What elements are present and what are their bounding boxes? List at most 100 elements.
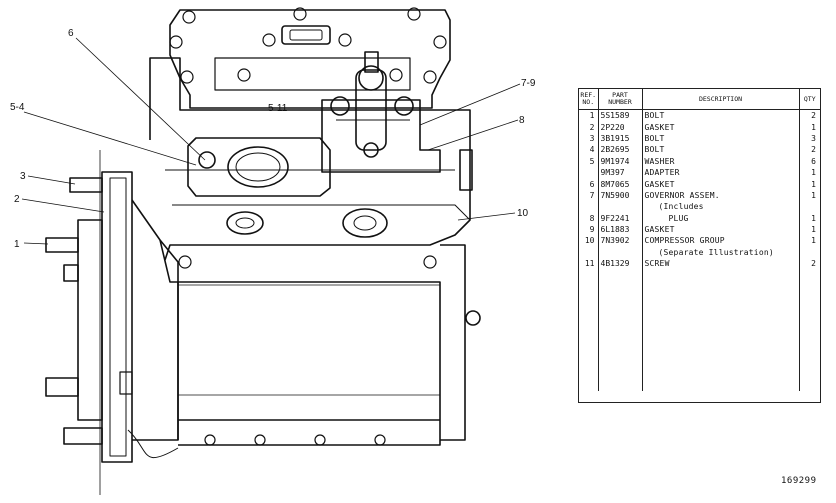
callout-5-11: 5-11 <box>268 103 288 114</box>
description-text: WASHER <box>644 156 675 166</box>
ref-no-cell <box>579 246 599 259</box>
ref-no-cell: 3 <box>579 132 599 145</box>
description-cell: BOLT <box>642 132 800 145</box>
table-empty-space <box>579 269 820 392</box>
description-cell: BOLT <box>642 109 800 122</box>
ref-no-cell: 5 <box>579 155 599 167</box>
description-text: SCREW <box>644 259 670 269</box>
document-number: 169299 <box>781 476 817 486</box>
ref-no-cell: 4 <box>579 144 599 156</box>
callout-1: 1 <box>14 239 20 250</box>
part-number-cell: 2P220 <box>598 121 643 133</box>
description-text: GASKET <box>644 122 675 132</box>
table-header-row: REF. NO. PART NUMBER DESCRIPTION QTY <box>579 89 820 110</box>
qty-cell: 2 <box>811 111 816 121</box>
callout-6: 6 <box>68 28 74 39</box>
description-text: BOLT <box>644 145 665 155</box>
description-cell: GASKET <box>642 178 800 190</box>
qty-cell <box>799 201 820 212</box>
part-number-cell: 4B1329 <box>598 258 643 270</box>
part-number-cell: 9M1974 <box>598 155 643 167</box>
description-cell: PLUG <box>642 212 800 224</box>
description-text: ADAPTER <box>644 168 680 178</box>
qty-cell: 1 <box>811 179 816 189</box>
description-cell: (Includes <box>642 201 800 213</box>
ref-no-cell: 1 <box>579 109 599 122</box>
header-ref-no: REF. NO. <box>579 89 599 110</box>
callout-2: 2 <box>14 194 20 205</box>
description-cell: BOLT <box>642 144 800 156</box>
part-number-cell <box>598 201 643 213</box>
part-number-cell: 9M397 <box>598 166 643 179</box>
callout-10: 10 <box>517 208 529 219</box>
part-number-cell: 2B2695 <box>598 144 643 156</box>
ref-no-cell: 6 <box>579 178 599 190</box>
empty-cell <box>598 269 643 392</box>
description-cell: GASKET <box>642 223 800 236</box>
qty-cell: 1 <box>811 236 816 246</box>
part-number-cell: 9F2241 <box>598 212 643 224</box>
description-text: (Separate Illustration) <box>658 247 774 257</box>
description-text: GASKET <box>644 179 675 189</box>
table-row: (Separate Illustration) <box>579 246 820 259</box>
ref-no-cell <box>579 201 599 213</box>
part-number-cell: 6L1883 <box>598 223 643 236</box>
part-number-cell: 5S1589 <box>598 109 643 122</box>
description-cell: COMPRESSOR GROUP <box>642 235 800 247</box>
empty-cell <box>579 269 599 392</box>
description-cell: GASKET <box>642 121 800 133</box>
qty-cell: 1 <box>811 190 816 200</box>
part-number-cell: 8M7065 <box>598 178 643 190</box>
qty-cell: 1 <box>811 122 816 132</box>
qty-cell: 6 <box>811 156 816 166</box>
description-text: BOLT <box>644 133 665 143</box>
ref-no-cell: 7 <box>579 189 599 202</box>
qty-cell: 2 <box>811 259 816 269</box>
description-cell: GOVERNOR ASSEM. <box>642 189 800 202</box>
description-text: COMPRESSOR GROUP <box>644 236 725 246</box>
description-text: BOLT <box>644 111 665 121</box>
part-number-cell: 3B1915 <box>598 132 643 145</box>
ref-no-cell: 9 <box>579 223 599 236</box>
qty-cell: 2 <box>811 145 816 155</box>
callout-8: 8 <box>519 115 525 126</box>
ref-no-cell: 8 <box>579 212 599 224</box>
callout-5-4: 5-4 <box>10 102 25 113</box>
header-part-number: PART NUMBER <box>598 89 643 110</box>
description-text: GOVERNOR ASSEM. <box>644 190 720 200</box>
description-text: GASKET <box>644 225 675 235</box>
header-qty: QTY <box>799 89 820 110</box>
description-cell: SCREW <box>642 258 800 270</box>
description-cell: (Separate Illustration) <box>642 246 800 259</box>
qty-cell <box>799 247 820 258</box>
description-text: (Includes <box>658 202 704 212</box>
qty-cell: 3 <box>811 133 816 143</box>
description-cell: ADAPTER <box>642 166 800 179</box>
qty-cell: 1 <box>811 168 816 178</box>
part-number-cell <box>598 246 643 259</box>
qty-cell: 1 <box>811 225 816 235</box>
ref-no-cell: 10 <box>579 235 599 247</box>
empty-cell <box>799 269 820 391</box>
part-number-cell: 7N5900 <box>598 189 643 202</box>
description-cell: WASHER <box>642 155 800 167</box>
table-row: (Includes <box>579 201 820 213</box>
ref-no-cell: 2 <box>579 121 599 133</box>
ref-no-cell <box>579 166 599 179</box>
header-description: DESCRIPTION <box>642 89 800 110</box>
ref-no-cell: 11 <box>579 258 599 270</box>
callout-3: 3 <box>20 171 26 182</box>
empty-cell <box>642 269 800 392</box>
description-text: PLUG <box>668 213 689 223</box>
